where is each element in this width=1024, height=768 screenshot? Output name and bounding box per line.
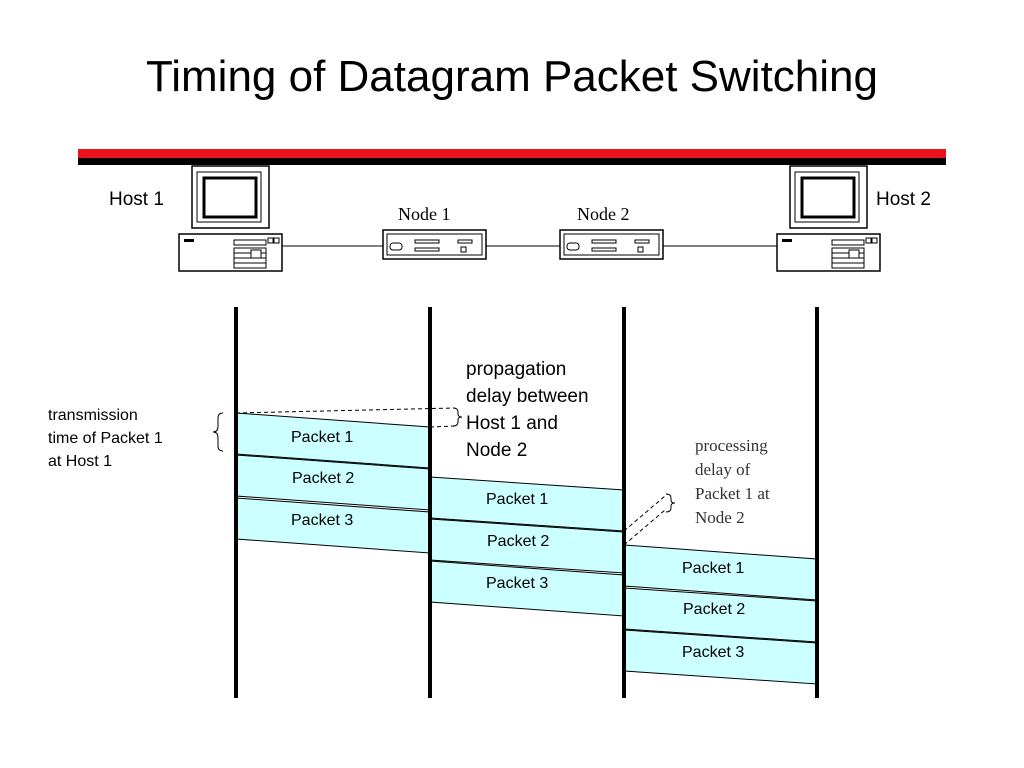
processing-delay-marker: [623, 493, 676, 546]
network-bus: [78, 149, 946, 165]
host2-computer-icon: [776, 165, 881, 272]
packet-label-host1-3: Packet 3: [291, 512, 354, 529]
transmission-brace: [212, 412, 224, 452]
processing-brace: [665, 493, 676, 513]
timelines: [234, 307, 819, 698]
host1-label: Host 1: [109, 189, 164, 210]
network-bus-red-line: [78, 149, 946, 158]
propagation-delay-annotation: propagation delay between Host 1 and Nod…: [466, 359, 589, 461]
packet-label-host1-2: Packet 2: [292, 470, 355, 487]
packet-label-host1-1: Packet 1: [291, 429, 354, 446]
network-bus-black-line: [78, 158, 946, 165]
packet-label-node2-3: Packet 3: [682, 644, 745, 661]
processing-delay-annotation: processing delay of Packet 1 at Node 2: [695, 436, 770, 527]
packet-label-node2-1: Packet 1: [682, 560, 745, 577]
propagation-brace: [452, 407, 463, 427]
host1-computer-icon: [178, 165, 283, 272]
slide-title: Timing of Datagram Packet Switching: [146, 52, 878, 101]
packet-label-node1-2: Packet 2: [487, 533, 550, 550]
packet-label-node1-3: Packet 3: [486, 575, 549, 592]
propagation-delay-marker: [235, 407, 463, 428]
packets-host1: [235, 412, 431, 554]
packet-label-node2-2: Packet 2: [683, 601, 746, 618]
packets-node1: [429, 476, 625, 617]
node1-switch-icon: [382, 229, 487, 260]
node2-switch-icon: [559, 229, 664, 260]
transmission-time-annotation: transmission time of Packet 1 at Host 1: [48, 407, 163, 470]
host2-label: Host 2: [876, 189, 931, 210]
packet-label-node1-1: Packet 1: [486, 491, 549, 508]
node1-label: Node 1: [398, 204, 451, 224]
node2-label: Node 2: [577, 204, 630, 224]
